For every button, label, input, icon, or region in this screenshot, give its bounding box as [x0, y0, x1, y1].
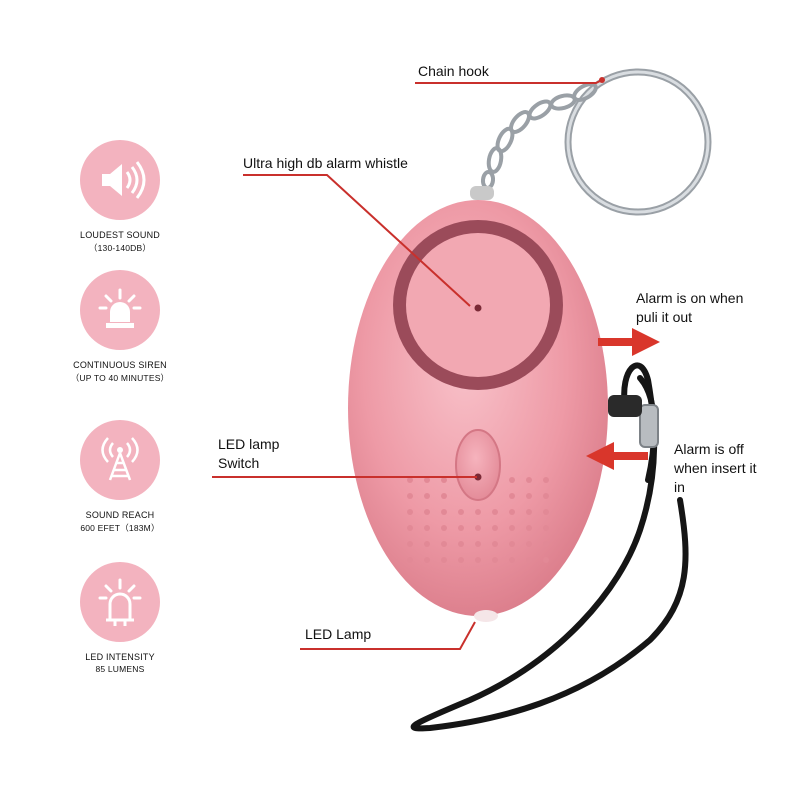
callout-led-switch: LED lamp Switch [218, 435, 338, 473]
callout-line: Alarm is on when [636, 290, 744, 306]
feature-led-intensity: LED INTENSITY 85 LUMENS [40, 562, 200, 674]
feature-subtitle: （UP TO 40 MINUTES） [70, 373, 170, 383]
lanyard-clip [639, 404, 659, 448]
feature-title: SOUND REACH [85, 510, 155, 520]
feature-title: LED INTENSITY [85, 652, 155, 662]
feature-subtitle: 85 LUMENS [95, 664, 145, 674]
speaker-icon [80, 140, 160, 220]
key-ring [564, 68, 712, 216]
callout-line: Switch [218, 455, 260, 471]
callout-line: in [674, 479, 685, 495]
callout-alarm-off: Alarm is off when insert it in [674, 440, 794, 497]
feature-title: LOUDEST SOUND [80, 230, 160, 240]
callout-line: when insert it [674, 460, 757, 476]
alarm-device [348, 186, 608, 622]
callout-line: Alarm is off [674, 441, 744, 457]
chain-hook-dot [599, 77, 605, 83]
signal-tower-icon [80, 420, 160, 500]
siren-light-icon [80, 270, 160, 350]
led-lamp-icon [80, 562, 160, 642]
feature-subtitle: 600 EFET（183M） [80, 523, 160, 533]
callout-line: puli it out [636, 309, 693, 325]
feature-continuous-siren: CONTINUOUS SIREN （UP TO 40 MINUTES） [40, 270, 200, 384]
arrow-alarm-on [598, 328, 660, 356]
callout-chain-hook: Chain hook [418, 63, 489, 79]
callout-led-lamp: LED Lamp [305, 626, 372, 642]
feature-loudest-sound: LOUDEST SOUND （130-140DB） [40, 140, 200, 254]
pin-plug [608, 395, 642, 417]
speaker-grille [407, 477, 549, 563]
callout-alarm-on: Alarm is on when puli it out [636, 289, 786, 327]
feature-subtitle: （130-140DB） [88, 243, 152, 253]
chain [480, 82, 598, 190]
feature-title: CONTINUOUS SIREN [73, 360, 167, 370]
feature-sound-reach: SOUND REACH 600 EFET（183M） [40, 420, 200, 534]
arrow-alarm-off [586, 442, 648, 470]
callout-alarm-whistle: Ultra high db alarm whistle [243, 155, 408, 171]
callout-line: LED lamp [218, 436, 280, 452]
